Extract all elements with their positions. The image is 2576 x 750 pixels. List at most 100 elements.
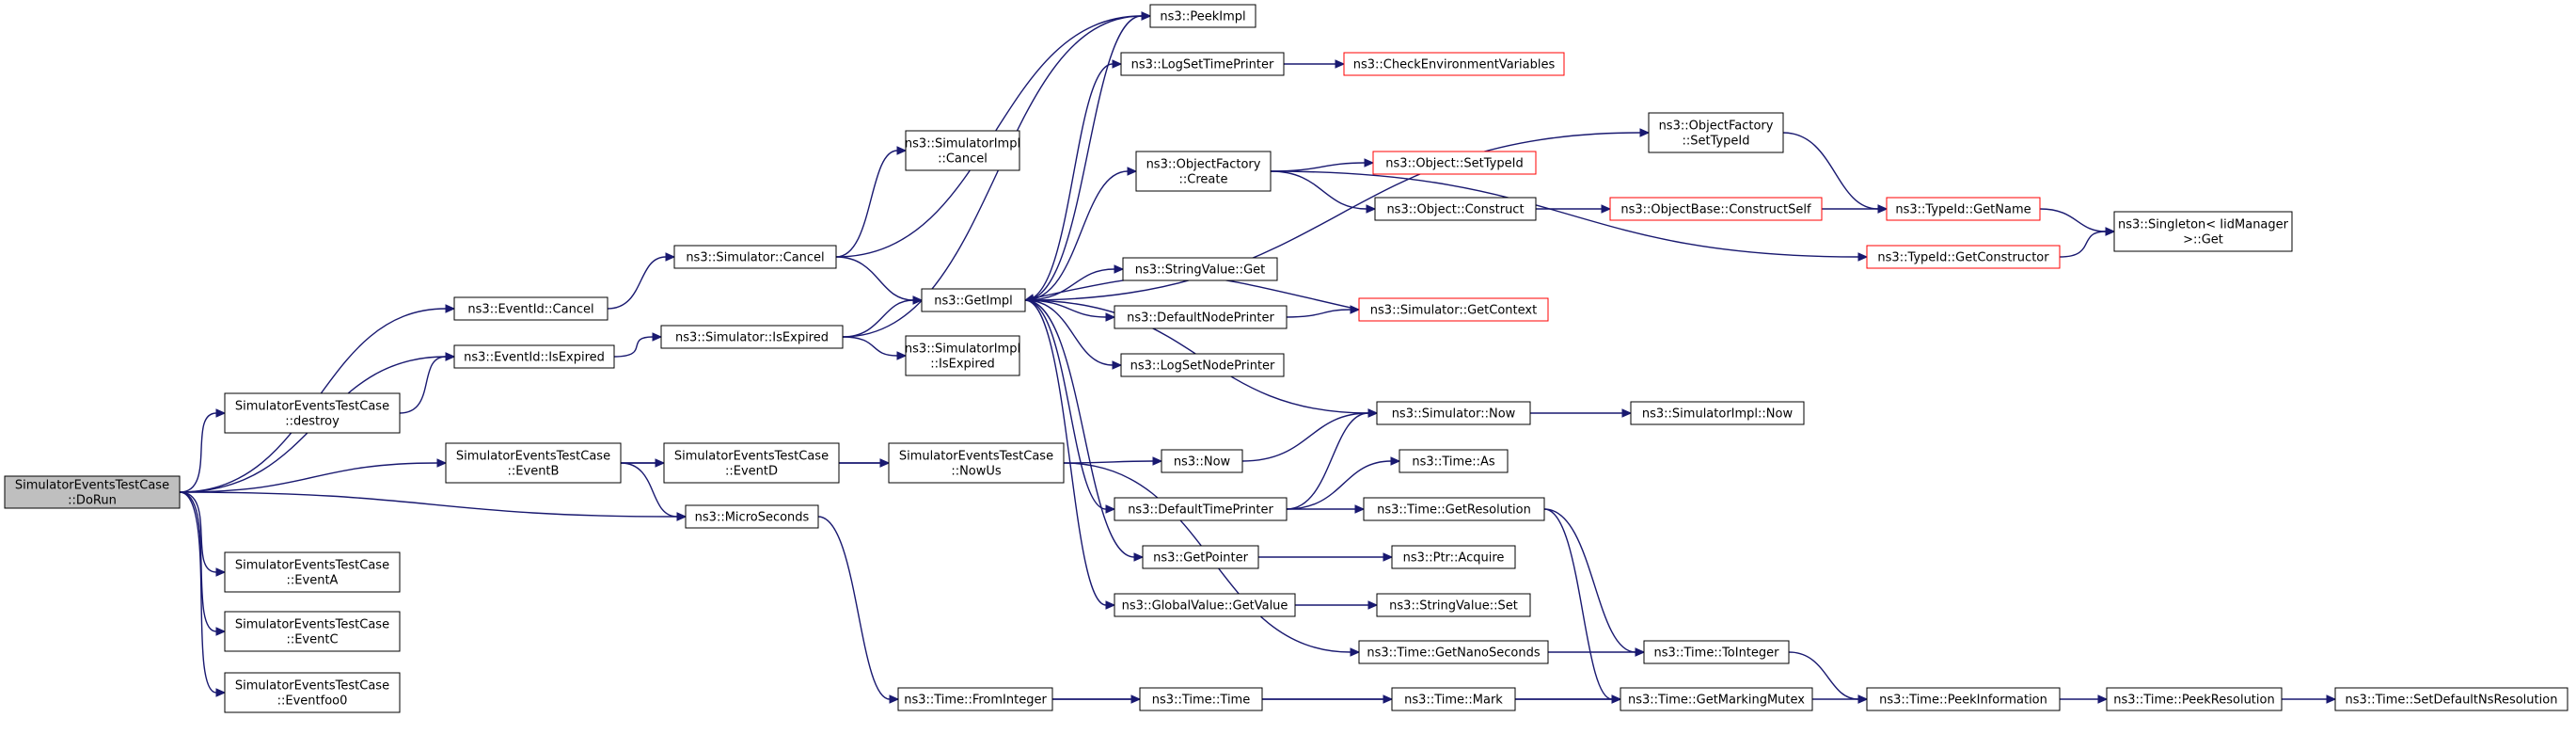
- edge-line: [1543, 508, 1613, 700]
- edge-arrowhead: [896, 146, 908, 155]
- graph-edge-getimpl-to-getpointer: [1024, 299, 1145, 562]
- edge-arrowhead: [912, 295, 924, 305]
- node-box: [2106, 687, 2283, 711]
- node-box: [1114, 593, 1296, 617]
- graph-node-checkenv[interactable]: ns3::CheckEnvironmentVariables: [1343, 52, 1565, 76]
- graph-node-typeid-getname[interactable]: ns3::TypeId::GetName: [1886, 197, 2041, 221]
- graph-node-sim-isexpired[interactable]: ns3::Simulator::IsExpired: [660, 325, 844, 349]
- graph-node-time-tointeger[interactable]: ns3::Time::ToInteger: [1643, 640, 1790, 664]
- node-box: [1866, 245, 2061, 269]
- graph-node-defaultnode[interactable]: ns3::DefaultNodePrinter: [1114, 305, 1288, 329]
- graph-edge-sim-isexpired-to-getimpl: [842, 295, 924, 338]
- node-label: ns3::Ptr::Acquire: [1403, 551, 1505, 566]
- edge-line: [835, 150, 898, 258]
- graph-node-simimpl-now[interactable]: ns3::SimulatorImpl::Now: [1630, 401, 1805, 425]
- node-label: ::Create: [1179, 173, 1228, 187]
- node-box: [660, 325, 844, 349]
- graph-node-simimpl-cancel[interactable]: ns3::SimulatorImpl::Cancel: [905, 130, 1020, 171]
- node-box: [2334, 687, 2568, 711]
- edge-line: [1024, 299, 1114, 366]
- graph-node-sim-now[interactable]: ns3::Simulator::Now: [1376, 401, 1531, 425]
- graph-node-eventid-cancel[interactable]: ns3::EventId::Cancel: [453, 296, 608, 321]
- graph-node-simimpl-isexpired[interactable]: ns3::SimulatorImpl::IsExpired: [905, 335, 1020, 376]
- node-label: ns3::GetPointer: [1153, 551, 1248, 566]
- node-box: [2113, 211, 2293, 252]
- graph-node-eventfoo0[interactable]: SimulatorEventsTestCase::Eventfoo0: [224, 672, 401, 713]
- graph-node-time-peekinfo[interactable]: ns3::Time::PeekInformation: [1866, 687, 2061, 711]
- graph-node-singleton-get[interactable]: ns3::Singleton< IidManager>::Get: [2113, 211, 2293, 252]
- graph-node-sim-cancel[interactable]: ns3::Simulator::Cancel: [673, 245, 837, 269]
- graph-node-defaulttime[interactable]: ns3::DefaultTimePrinter: [1114, 497, 1288, 521]
- graph-edge-typeid-getctor-to-singleton-get: [2059, 227, 2116, 258]
- graph-node-nowus[interactable]: SimulatorEventsTestCase::NowUs: [888, 442, 1065, 484]
- graph-edge-time-mark-to-time-getmarkmutex: [1515, 694, 1622, 704]
- edge-arrowhead: [2326, 694, 2337, 704]
- graph-node-getimpl[interactable]: ns3::GetImpl: [921, 288, 1026, 312]
- graph-node-logsettime[interactable]: ns3::LogSetTimePrinter: [1120, 52, 1285, 76]
- node-label: ::NowUs: [951, 465, 1002, 479]
- node-label: ::IsExpired: [930, 358, 994, 372]
- edge-arrowhead: [436, 458, 448, 468]
- graph-node-time-getmarkmutex[interactable]: ns3::Time::GetMarkingMutex: [1620, 687, 1813, 711]
- edge-line: [1024, 299, 1107, 510]
- graph-node-objfactory-settypeid[interactable]: ns3::ObjectFactory::SetTypeId: [1648, 112, 1784, 153]
- graph-node-stringvalue-set[interactable]: ns3::StringValue::Set: [1376, 593, 1531, 617]
- graph-node-getpointer[interactable]: ns3::GetPointer: [1142, 545, 1259, 569]
- edge-arrowhead: [1105, 504, 1116, 514]
- graph-node-time-getnano[interactable]: ns3::Time::GetNanoSeconds: [1358, 640, 1549, 664]
- node-box: [905, 130, 1020, 171]
- graph-node-time-time[interactable]: ns3::Time::Time: [1139, 687, 1263, 711]
- graph-node-eventid-isexpired[interactable]: ns3::EventId::IsExpired: [453, 344, 615, 369]
- node-label: ns3::PeekImpl: [1160, 10, 1245, 24]
- node-box: [1376, 593, 1531, 617]
- graph-node-time-getres[interactable]: ns3::Time::GetResolution: [1363, 497, 1545, 521]
- graph-node-eventb[interactable]: SimulatorEventsTestCase::EventB: [445, 442, 622, 484]
- graph-node-typeid-getctor[interactable]: ns3::TypeId::GetConstructor: [1866, 245, 2061, 269]
- graph-node-eventc[interactable]: SimulatorEventsTestCase::EventC: [224, 611, 401, 652]
- graph-edge-getimpl-to-objfactory-create: [1024, 167, 1138, 301]
- graph-node-obj-settypeid[interactable]: ns3::Object::SetTypeId: [1372, 151, 1537, 175]
- node-label: ns3::Time::GetResolution: [1377, 503, 1531, 518]
- graph-node-destroy[interactable]: SimulatorEventsTestCase::destroy: [224, 392, 401, 434]
- graph-node-logsetnode[interactable]: ns3::LogSetNodePrinter: [1120, 353, 1285, 377]
- graph-node-obj-construct[interactable]: ns3::Object::Construct: [1374, 197, 1537, 221]
- graph-node-time-mark[interactable]: ns3::Time::Mark: [1391, 687, 1516, 711]
- node-label: ns3::DefaultNodePrinter: [1127, 311, 1274, 326]
- graph-node-sim-getcontext[interactable]: ns3::Simulator::GetContext: [1358, 297, 1549, 322]
- graph-edge-eventid-isexpired-to-sim-isexpired: [613, 332, 663, 358]
- edge-line: [399, 356, 447, 414]
- graph-node-now[interactable]: ns3::Now: [1161, 449, 1243, 473]
- graph-node-time-setdefaultns[interactable]: ns3::Time::SetDefaultNsResolution: [2334, 687, 2568, 711]
- graph-node-ptr-acquire[interactable]: ns3::Ptr::Acquire: [1391, 545, 1516, 569]
- node-label: ns3::SimulatorImpl::Now: [1642, 407, 1794, 422]
- graph-edge-getpointer-to-ptr-acquire: [1258, 552, 1394, 562]
- node-box: [663, 442, 840, 484]
- node-box: [673, 245, 837, 269]
- node-box: [921, 288, 1026, 312]
- node-box: [888, 442, 1065, 484]
- node-label: ::EventB: [508, 465, 560, 479]
- graph-node-microseconds[interactable]: ns3::MicroSeconds: [685, 504, 819, 529]
- edge-arrowhead: [1350, 647, 1361, 657]
- edge-arrowhead: [1141, 11, 1152, 21]
- edge-arrowhead: [1354, 504, 1366, 514]
- node-box: [1376, 401, 1531, 425]
- graph-node-dorun[interactable]: SimulatorEventsTestCase::DoRun: [4, 475, 181, 509]
- edge-arrowhead: [2105, 227, 2116, 236]
- edge-arrowhead: [215, 567, 227, 577]
- graph-node-fromint[interactable]: ns3::Time::FromInteger: [897, 687, 1053, 711]
- graph-node-objbase-constructself[interactable]: ns3::ObjectBase::ConstructSelf: [1609, 197, 1823, 221]
- edge-line: [1024, 268, 1115, 301]
- graph-node-globalvalue[interactable]: ns3::GlobalValue::GetValue: [1114, 593, 1296, 617]
- edge-arrowhead: [1112, 360, 1123, 370]
- graph-node-time-peekres[interactable]: ns3::Time::PeekResolution: [2106, 687, 2283, 711]
- graph-node-time-as[interactable]: ns3::Time::As: [1399, 449, 1509, 473]
- graph-node-peekimpl[interactable]: ns3::PeekImpl: [1149, 4, 1256, 28]
- graph-node-stringvalue-get[interactable]: ns3::StringValue::Get: [1122, 257, 1278, 281]
- graph-node-eventa[interactable]: SimulatorEventsTestCase::EventA: [224, 551, 401, 593]
- graph-node-objfactory-create[interactable]: ns3::ObjectFactory::Create: [1135, 151, 1272, 192]
- node-label: ns3::Time::As: [1412, 455, 1495, 470]
- graph-node-eventd[interactable]: SimulatorEventsTestCase::EventD: [663, 442, 840, 484]
- edge-arrowhead: [215, 688, 227, 697]
- graph-edge-dorun-to-eventa: [179, 491, 227, 577]
